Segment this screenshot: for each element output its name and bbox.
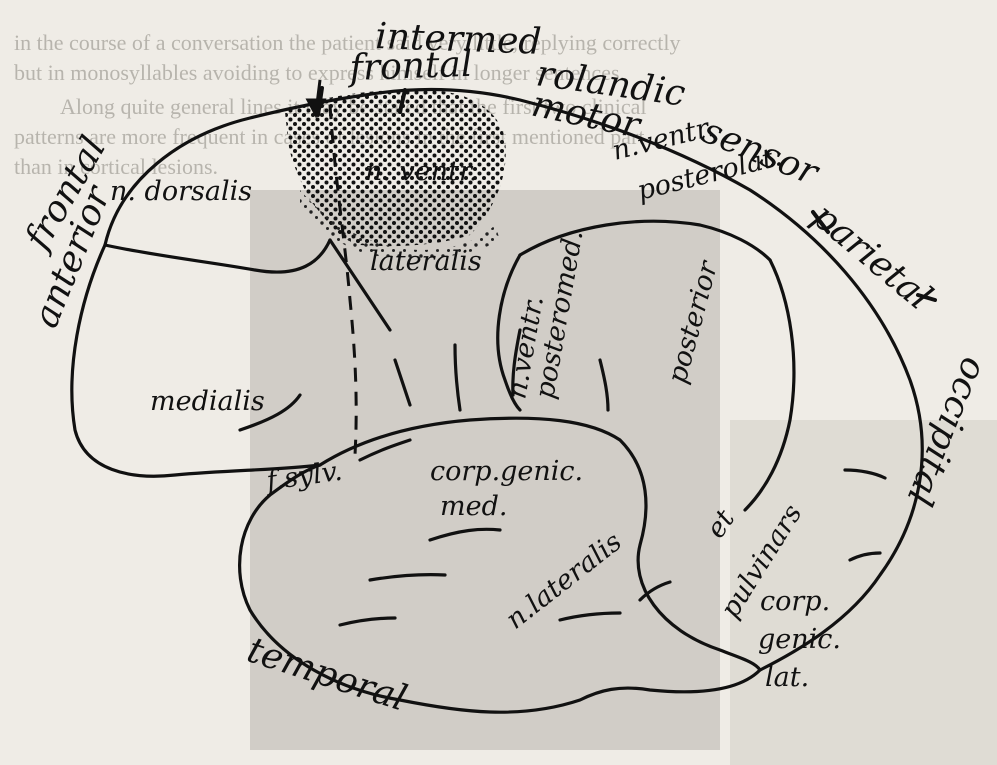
stroke-mark (395, 360, 410, 405)
posterolat-boundary (745, 260, 794, 510)
stroke-mark (370, 575, 445, 580)
stroke-mark (560, 613, 620, 620)
medial-lateral-division (105, 240, 330, 272)
label-n-ventr: n. ventr. (365, 156, 478, 187)
thalamus-outline-left (72, 245, 320, 476)
stroke-mark (340, 618, 395, 625)
stroke-mark (850, 553, 880, 560)
label-frontal-top: frontal (346, 44, 473, 89)
label-corp-genic-lat-2: genic. (758, 624, 841, 655)
label-lateralis: lateralis (370, 246, 482, 277)
label-occipital: occipital (898, 352, 994, 512)
label-corp-genic-med-1: corp.genic. (430, 456, 583, 487)
stroke-mark (845, 470, 885, 478)
stroke-mark (430, 529, 500, 540)
label-corp-genic-lat-3: lat. (765, 662, 809, 693)
stroke-mark (455, 345, 460, 410)
stroke-mark (600, 360, 608, 410)
label-posterior: posterior (662, 256, 725, 387)
label-n-dorsalis: n. dorsalis (110, 176, 252, 207)
label-parietal: parietal (804, 195, 939, 318)
label-corp-genic-lat-1: corp. (760, 586, 830, 617)
label-temporal: temporal (242, 630, 411, 720)
label-corp-genic-med-2: med. (440, 491, 507, 522)
label-f-sylv: f.sylv. (263, 456, 345, 498)
label-medialis: medialis (150, 386, 265, 417)
label-et: et (700, 504, 741, 544)
